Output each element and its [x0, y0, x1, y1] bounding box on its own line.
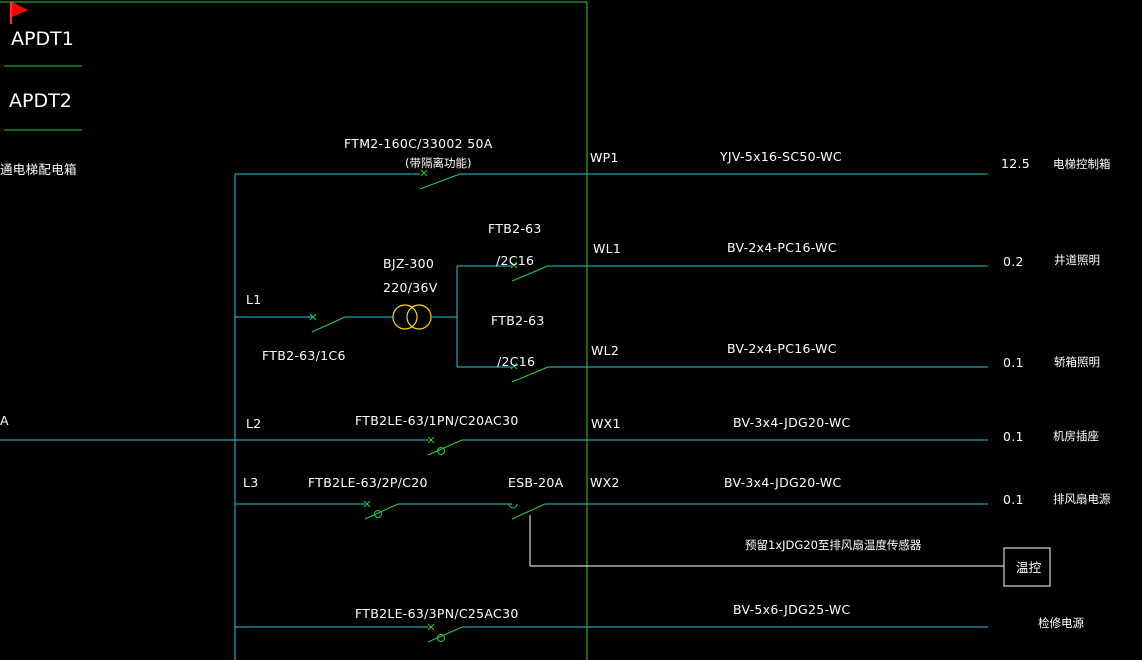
wx2-description: 排风扇电源 [1053, 492, 1111, 506]
wl2-breaker-bottom-label: /2C16 [497, 354, 535, 369]
apdt1-label: APDT1 [11, 28, 74, 50]
wp1-breaker-symbol [419, 169, 461, 190]
wx1-breaker-label: FTB2LE-63/1PN/C20AC30 [355, 413, 519, 428]
wx2-cable-label: BV-3x4-JDG20-WC [724, 475, 842, 490]
wp1-circuit-label: WP1 [590, 150, 619, 165]
transformer-icon [392, 304, 432, 330]
spare-breaker-label: FTB2LE-63/3PN/C25AC30 [355, 606, 519, 621]
wx1-description: 机房插座 [1053, 429, 1099, 443]
wx2-circuit-label: WX2 [590, 475, 620, 490]
wx2-rcbo-symbol [363, 500, 399, 520]
spare-rcbo-symbol [427, 623, 463, 643]
l1-breaker-symbol [309, 313, 346, 333]
wx2-contactor-label: ESB-20A [508, 475, 564, 490]
branch-breaker-label: FTB2-63/1C6 [262, 348, 346, 363]
transformer-model-label: BJZ-300 [383, 256, 434, 271]
wp1-breaker-label: FTM2-160C/33002 50A [344, 136, 493, 151]
panel-name-label: 通电梯配电箱 [0, 162, 77, 177]
wl2-description: 轿箱照明 [1054, 355, 1100, 369]
wx1-cable-label: BV-3x4-JDG20-WC [733, 415, 851, 430]
wp1-description: 电梯控制箱 [1053, 157, 1111, 171]
wx1-rcbo-symbol [427, 436, 463, 456]
apdt2-label: APDT2 [9, 90, 72, 112]
wx2-breaker-label: FTB2LE-63/2P/C20 [308, 475, 428, 490]
wx2-phase-label: L3 [243, 475, 259, 490]
wl2-breaker-symbol [510, 362, 549, 383]
wl1-breaker-top-label: FTB2-63 [488, 221, 542, 236]
wl1-breaker-bottom-label: /2C16 [496, 253, 534, 268]
transformer-ratio-label: 220/36V [383, 280, 438, 295]
sensor-note: 预留1xJDG20至排风扇温度传感器 [745, 538, 922, 552]
wx1-circuit-label: WX1 [591, 416, 621, 431]
wl1-circuit-label: WL1 [593, 241, 621, 256]
wx2-load-label: 0.1 [1003, 492, 1024, 507]
sensor-wiring [529, 515, 1051, 587]
wl1-description: 井道照明 [1054, 253, 1100, 267]
wp1-cable-label: YJV-5x16-SC50-WC [719, 149, 842, 164]
red-flag-icon [10, 2, 28, 24]
busbar-and-feeders [0, 173, 988, 660]
wp1-breaker-note: (带隔离功能) [405, 156, 471, 170]
incoming-label: A [0, 413, 9, 428]
thermostat-label: 温控 [1016, 560, 1042, 575]
wp1-load-label: 12.5 [1001, 156, 1030, 171]
wl2-breaker-top-label: FTB2-63 [491, 313, 545, 328]
wl2-circuit-label: WL2 [591, 343, 619, 358]
spare-description: 检修电源 [1038, 616, 1084, 630]
wx1-load-label: 0.1 [1003, 429, 1024, 444]
wx2-contactor-symbol [508, 503, 546, 520]
panel-frame [0, 1, 588, 660]
wl1-load-label: 0.2 [1003, 254, 1024, 269]
switch-symbols [309, 169, 549, 643]
wl2-load-label: 0.1 [1003, 355, 1024, 370]
spare-cable-label: BV-5x6-JDG25-WC [733, 602, 851, 617]
l1-phase-label: L1 [246, 292, 262, 307]
wl1-breaker-symbol [510, 261, 549, 282]
thermostat-box [1003, 547, 1051, 587]
wl1-cable-label: BV-2x4-PC16-WC [727, 240, 837, 255]
wl2-cable-label: BV-2x4-PC16-WC [727, 341, 837, 356]
wx1-phase-label: L2 [246, 416, 262, 431]
